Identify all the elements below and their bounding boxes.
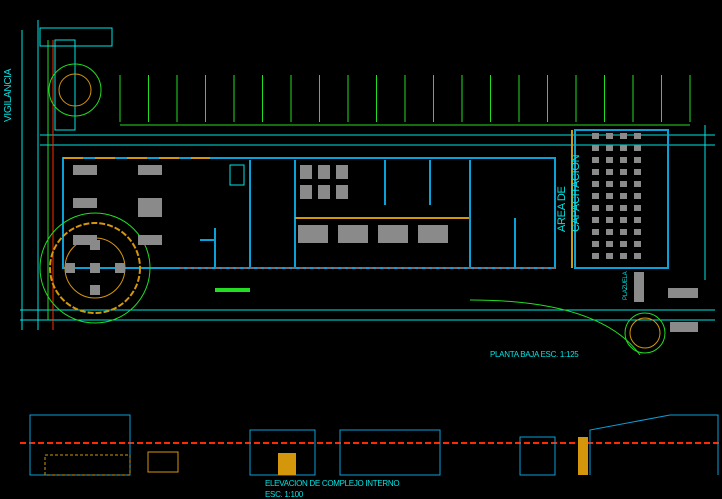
- area-capacitacion-label-2: CAPACITACION: [570, 154, 582, 232]
- elevation-drawing: [20, 414, 720, 476]
- vigilancia-label: VIGILANCIA: [3, 68, 14, 122]
- training-chair: [620, 157, 627, 163]
- cubicle-desk: [298, 225, 328, 243]
- training-chair: [634, 217, 641, 223]
- dining-table: [73, 198, 97, 208]
- training-chair: [634, 133, 641, 139]
- dining-table: [73, 235, 97, 245]
- building-walls: [39, 129, 698, 356]
- plazuela-label: PLAZUELA: [623, 271, 629, 300]
- parking-area: [119, 75, 691, 126]
- training-chair: [620, 205, 627, 211]
- training-chair: [634, 169, 641, 175]
- training-chair: [606, 169, 613, 175]
- training-chair: [606, 217, 613, 223]
- round-table: [90, 263, 100, 273]
- cubicle-desk: [378, 225, 408, 243]
- training-chair: [606, 193, 613, 199]
- training-chair: [634, 193, 641, 199]
- office-desk: [300, 185, 312, 199]
- round-table: [90, 285, 100, 295]
- dining-table: [138, 207, 162, 217]
- training-chair: [592, 253, 599, 259]
- training-chair: [620, 229, 627, 235]
- vigilance-booth: [39, 27, 113, 131]
- training-chair: [634, 145, 641, 151]
- training-chair: [634, 229, 641, 235]
- training-chair: [592, 169, 599, 175]
- training-chair: [592, 145, 599, 151]
- dining-table: [138, 165, 162, 175]
- training-chair: [634, 205, 641, 211]
- training-chair: [606, 253, 613, 259]
- round-table: [65, 263, 75, 273]
- training-chair: [592, 193, 599, 199]
- furniture: [65, 133, 641, 295]
- training-chair: [620, 241, 627, 247]
- training-chair: [606, 145, 613, 151]
- training-chair: [592, 217, 599, 223]
- dining-table: [73, 165, 97, 175]
- training-chair: [592, 133, 599, 139]
- training-chair: [620, 133, 627, 139]
- training-chair: [606, 205, 613, 211]
- dining-table: [138, 198, 162, 208]
- training-chair: [606, 133, 613, 139]
- training-chair: [606, 241, 613, 247]
- training-chair: [634, 253, 641, 259]
- training-chair: [606, 157, 613, 163]
- cubicle-desk: [338, 225, 368, 243]
- plan-title: PLANTA BAJA ESC. 1:125: [490, 350, 579, 359]
- training-chair: [606, 181, 613, 187]
- axis-grid: [20, 20, 715, 330]
- training-chair: [620, 181, 627, 187]
- round-table: [115, 263, 125, 273]
- training-chair: [634, 241, 641, 247]
- training-chair: [592, 229, 599, 235]
- training-chair: [620, 253, 627, 259]
- office-desk: [318, 165, 330, 179]
- training-chair: [592, 241, 599, 247]
- training-chair: [592, 181, 599, 187]
- training-chair: [620, 217, 627, 223]
- training-chair: [634, 181, 641, 187]
- training-chair: [620, 193, 627, 199]
- office-desk: [300, 165, 312, 179]
- elevation-scale: ESC. 1:100: [265, 490, 303, 499]
- dining-table: [138, 235, 162, 245]
- training-chair: [620, 169, 627, 175]
- training-chair: [634, 157, 641, 163]
- training-chair: [592, 205, 599, 211]
- office-desk: [318, 185, 330, 199]
- cubicle-desk: [418, 225, 448, 243]
- round-table: [90, 240, 100, 250]
- training-chair: [606, 229, 613, 235]
- elevation-title: ELEVACION DE COMPLEJO INTERNO: [265, 479, 400, 488]
- training-chair: [620, 145, 627, 151]
- office-desk: [336, 165, 348, 179]
- office-desk: [336, 185, 348, 199]
- area-capacitacion-label-1: AREA DE: [556, 186, 568, 232]
- training-chair: [592, 157, 599, 163]
